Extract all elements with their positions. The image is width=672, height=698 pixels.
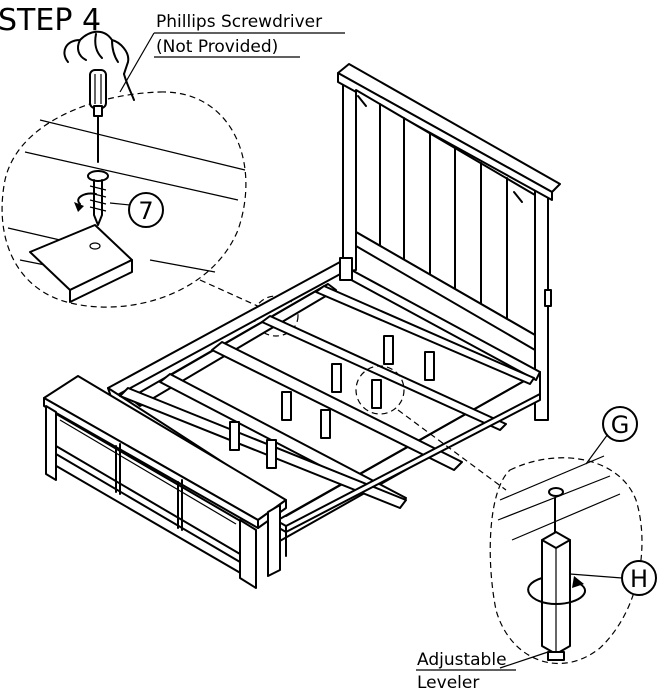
part-7-label: 7 — [138, 197, 153, 225]
leveler-label: Adjustable Leveler — [416, 650, 549, 693]
leveler-detail-circle — [489, 455, 643, 665]
part-7-callout: 7 — [109, 192, 164, 228]
leveler-label-line2: Leveler — [417, 673, 479, 693]
hand-icon — [63, 30, 135, 101]
leveler-label-line1: Adjustable — [417, 650, 507, 670]
part-g-callout: G — [585, 406, 638, 465]
screw-detail-circle — [1, 91, 247, 308]
part-h-label: H — [630, 565, 648, 593]
screwdriver-label: Phillips Screwdriver (Not Provided) — [119, 12, 345, 93]
headboard — [337, 63, 561, 421]
tool-note-label: (Not Provided) — [156, 37, 278, 57]
part-g-label: G — [611, 411, 630, 439]
part-h-callout: H — [569, 560, 657, 596]
screw-icon — [74, 170, 109, 226]
step-title: STEP 4 — [0, 3, 101, 38]
screwdriver-icon — [89, 69, 107, 163]
footboard-bench — [43, 375, 287, 589]
tool-name-label: Phillips Screwdriver — [156, 12, 322, 32]
center-legs — [229, 335, 435, 469]
